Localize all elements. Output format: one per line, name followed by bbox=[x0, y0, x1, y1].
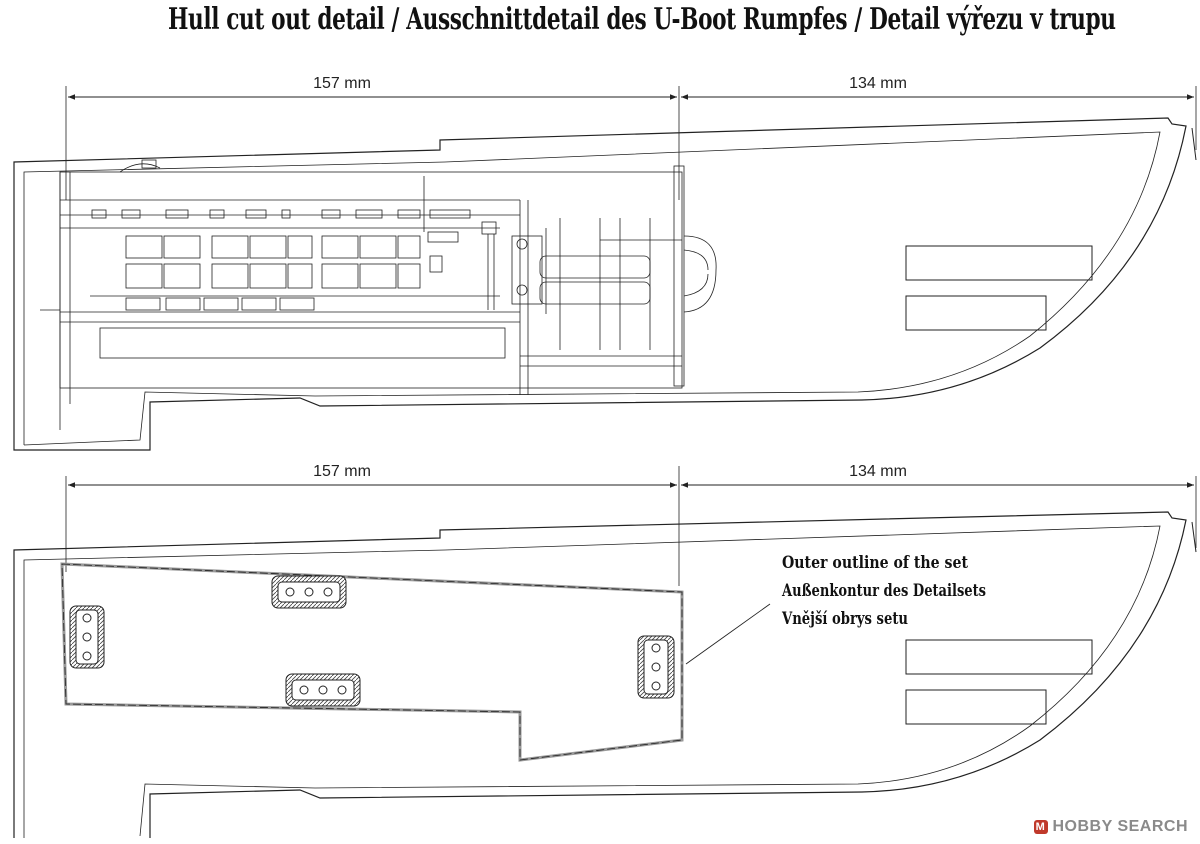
top-dimension-labels: 157 mm 134 mm bbox=[313, 75, 907, 92]
bulkhead-dome bbox=[683, 235, 717, 313]
top-view bbox=[13, 86, 1197, 451]
set-outline-dash bbox=[61, 563, 683, 761]
rear-panel-lower-b bbox=[905, 689, 1047, 725]
battery-cells bbox=[125, 235, 421, 311]
hull-inner-line-b bbox=[23, 525, 1161, 838]
rear-panel-lower bbox=[905, 295, 1047, 331]
mounting-tab-left bbox=[69, 605, 105, 669]
top-dim-right-label: 134 mm bbox=[849, 75, 907, 92]
note-line-de: Außenkontur des Detailsets bbox=[781, 581, 986, 601]
diagram-title: Hull cut out detail / Ausschnittdetail d… bbox=[167, 2, 1116, 37]
outline-note: Outer outline of the set Außenkontur des… bbox=[781, 553, 986, 629]
note-leader-line bbox=[685, 603, 771, 665]
mounting-tab-right bbox=[637, 635, 675, 699]
rear-panel-upper-b bbox=[905, 639, 1093, 675]
top-dim-left-label: 157 mm bbox=[313, 75, 371, 92]
bottom-dimension-labels: 157 mm 134 mm bbox=[313, 463, 907, 480]
keel-tank bbox=[99, 327, 506, 359]
diesel-engines bbox=[511, 218, 682, 350]
mounting-tab-bottom bbox=[285, 673, 361, 707]
upper-fittings bbox=[91, 176, 497, 310]
note-line-en: Outer outline of the set bbox=[782, 553, 968, 573]
hull-inner-line bbox=[23, 131, 1161, 446]
set-outline bbox=[60, 562, 684, 762]
mounting-tab-top bbox=[271, 575, 347, 609]
watermark-text: HOBBY SEARCH bbox=[1052, 818, 1188, 835]
bottom-dim-right-label: 134 mm bbox=[849, 463, 907, 480]
hull-outline-b bbox=[13, 511, 1187, 838]
hull-outline bbox=[13, 117, 1187, 451]
cutout-interior bbox=[40, 159, 717, 430]
hull-tip-edge bbox=[1191, 127, 1197, 161]
bottom-dim-left-label: 157 mm bbox=[313, 463, 371, 480]
note-line-cz: Vnější obrys setu bbox=[781, 609, 908, 629]
bulkhead bbox=[673, 165, 685, 387]
watermark: M HOBBY SEARCH bbox=[1033, 818, 1189, 836]
rear-panel-upper bbox=[905, 245, 1093, 281]
watermark-logo-icon: M bbox=[1033, 820, 1048, 834]
bottom-view bbox=[13, 466, 1197, 838]
